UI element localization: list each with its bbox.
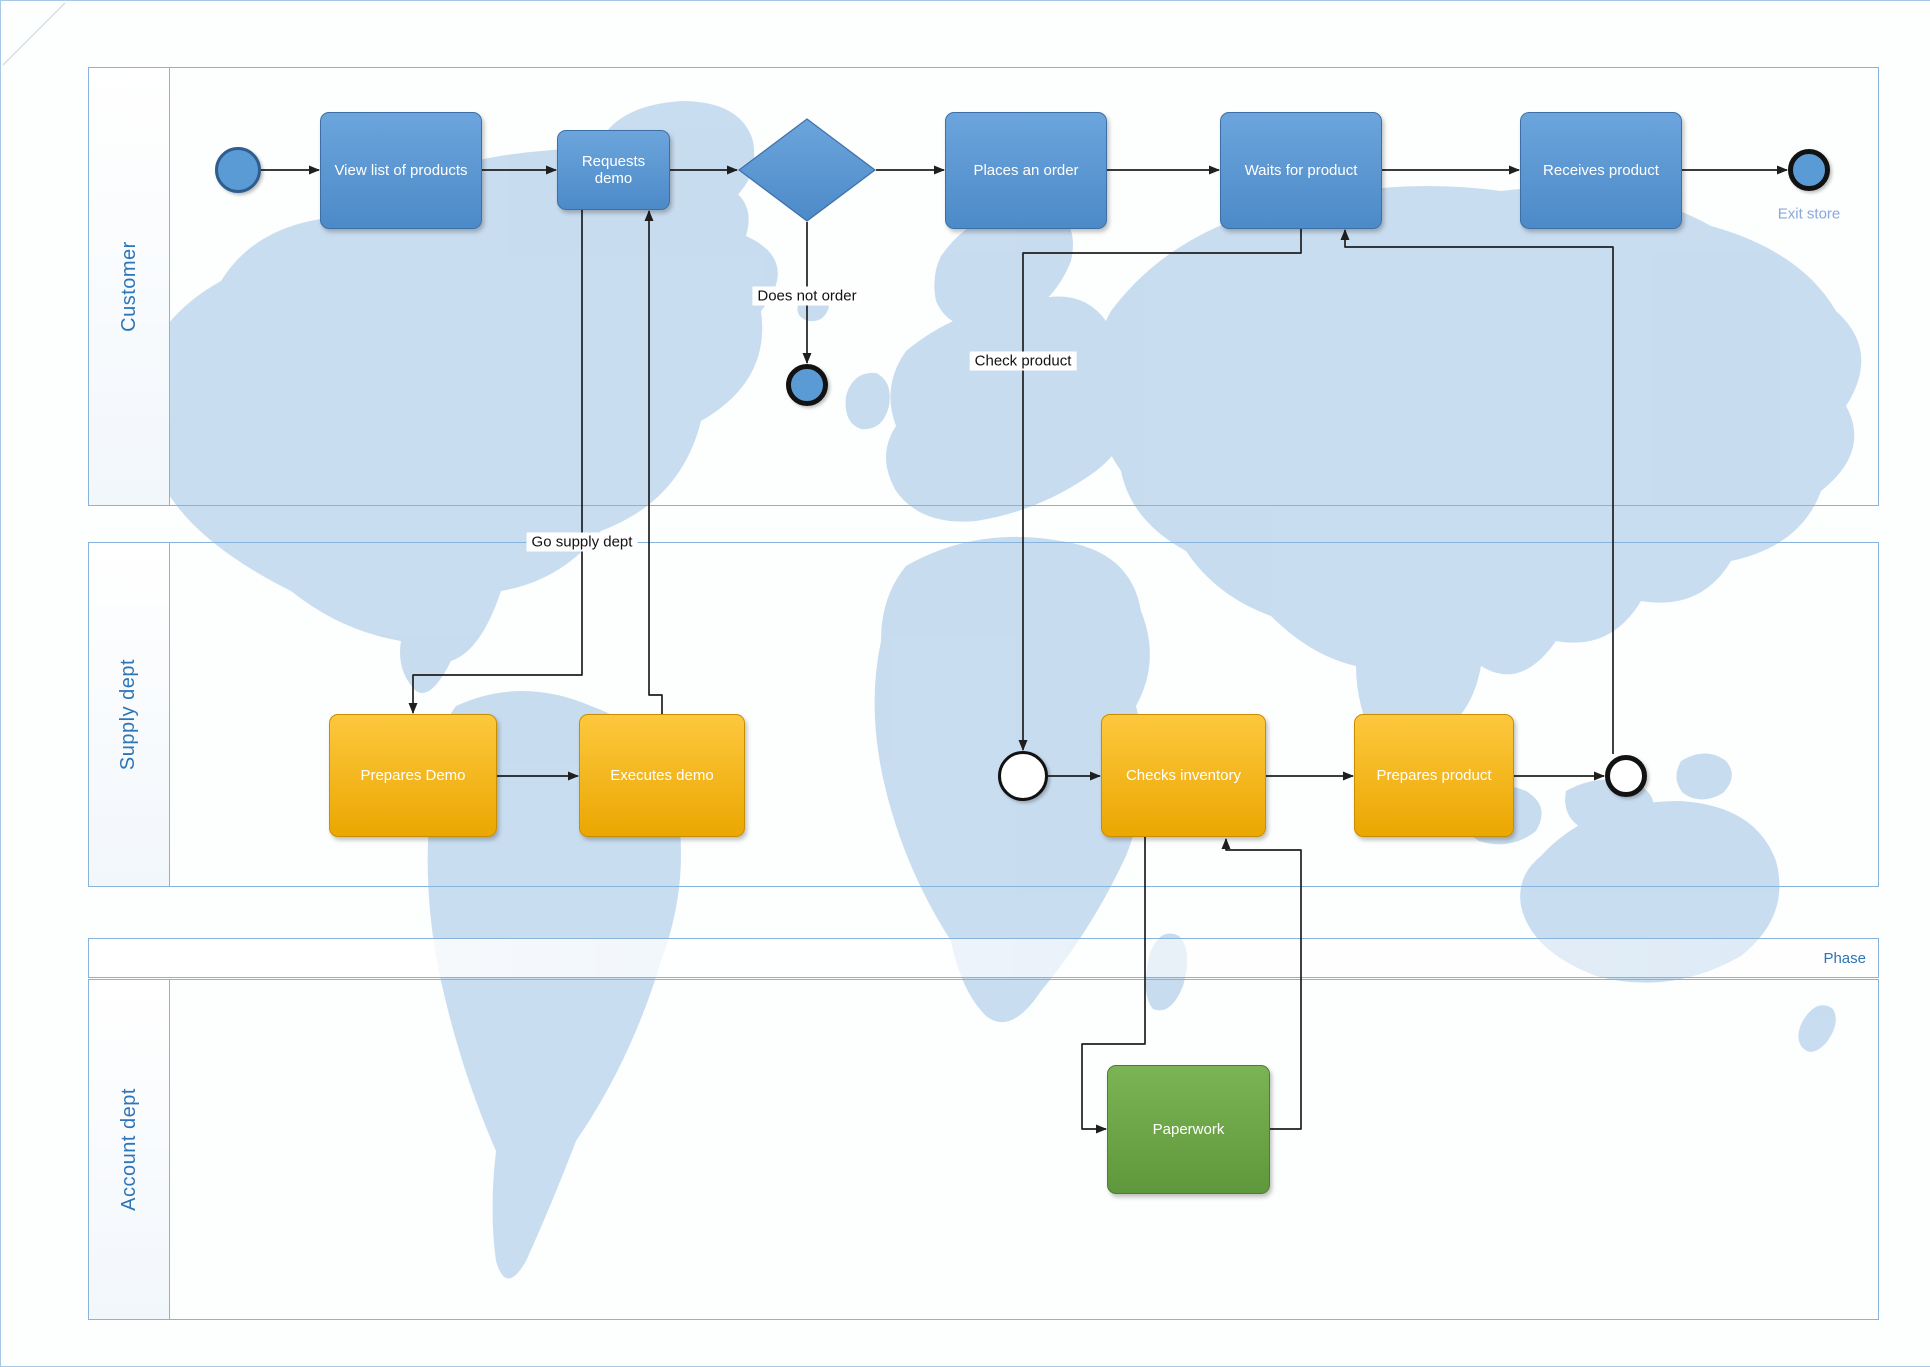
task-waits-for-product-label: Waits for product (1244, 162, 1358, 179)
task-prepares-product-label: Prepares product (1376, 767, 1492, 784)
continent-australia (1520, 801, 1780, 983)
end-event-does-not-order[interactable] (786, 364, 828, 406)
task-prepares-product[interactable]: Prepares product (1354, 714, 1514, 837)
island-new-zealand (1798, 1005, 1836, 1052)
lane-supply-dept-header[interactable]: Supply dept (89, 543, 170, 886)
task-checks-inventory-label: Checks inventory (1125, 767, 1242, 784)
lane-customer[interactable]: Customer (88, 67, 1879, 506)
task-prepares-demo-label: Prepares Demo (360, 767, 466, 784)
end-event-supply[interactable] (1605, 755, 1647, 797)
task-prepares-demo[interactable]: Prepares Demo (329, 714, 497, 837)
start-event-supply[interactable] (998, 751, 1048, 801)
task-view-list-of-products-label: View list of products (334, 162, 468, 179)
lane-account-dept-label: Account dept (117, 1088, 140, 1211)
lane-account-dept[interactable]: Account dept (88, 979, 1879, 1320)
edge-label-go-supply-dept: Go supply dept (526, 532, 638, 552)
task-paperwork-label: Paperwork (1152, 1121, 1225, 1138)
task-checks-inventory[interactable]: Checks inventory (1101, 714, 1266, 837)
task-requests-demo[interactable]: Requests demo (557, 130, 670, 210)
lane-customer-label: Customer (117, 241, 140, 332)
phase-label: Phase (1823, 949, 1866, 967)
edge-label-check-product: Check product (969, 351, 1077, 371)
continent-south-america (427, 691, 681, 1279)
lane-supply-dept-label: Supply dept (117, 658, 140, 771)
task-places-an-order-label: Places an order (973, 162, 1079, 179)
edge-label-does-not-order: Does not order (752, 286, 862, 306)
phase-band[interactable]: Phase (88, 938, 1879, 978)
end-event-exit-store[interactable] (1788, 149, 1830, 191)
end-event-exit-store-caption: Exit store (1777, 205, 1841, 223)
islands-southeast-asia-3 (1676, 753, 1732, 800)
task-view-list-of-products[interactable]: View list of products (320, 112, 482, 229)
task-paperwork[interactable]: Paperwork (1107, 1065, 1270, 1194)
page-corner-line (2, 2, 66, 66)
lane-customer-header[interactable]: Customer (89, 68, 170, 505)
lane-account-dept-header[interactable]: Account dept (89, 980, 170, 1319)
start-event-customer[interactable] (215, 147, 261, 193)
task-executes-demo[interactable]: Executes demo (579, 714, 745, 837)
task-requests-demo-label: Requests demo (581, 153, 646, 187)
task-receives-product-label: Receives product (1543, 162, 1659, 179)
island-japan (1740, 369, 1777, 419)
task-places-an-order[interactable]: Places an order (945, 112, 1107, 229)
task-receives-product[interactable]: Receives product (1520, 112, 1682, 229)
island-britain (845, 372, 890, 430)
task-waits-for-product[interactable]: Waits for product (1220, 112, 1382, 229)
task-executes-demo-label: Executes demo (610, 767, 714, 784)
lane-supply-dept[interactable]: Supply dept (88, 542, 1879, 887)
gateway-order-decision[interactable] (738, 118, 876, 222)
